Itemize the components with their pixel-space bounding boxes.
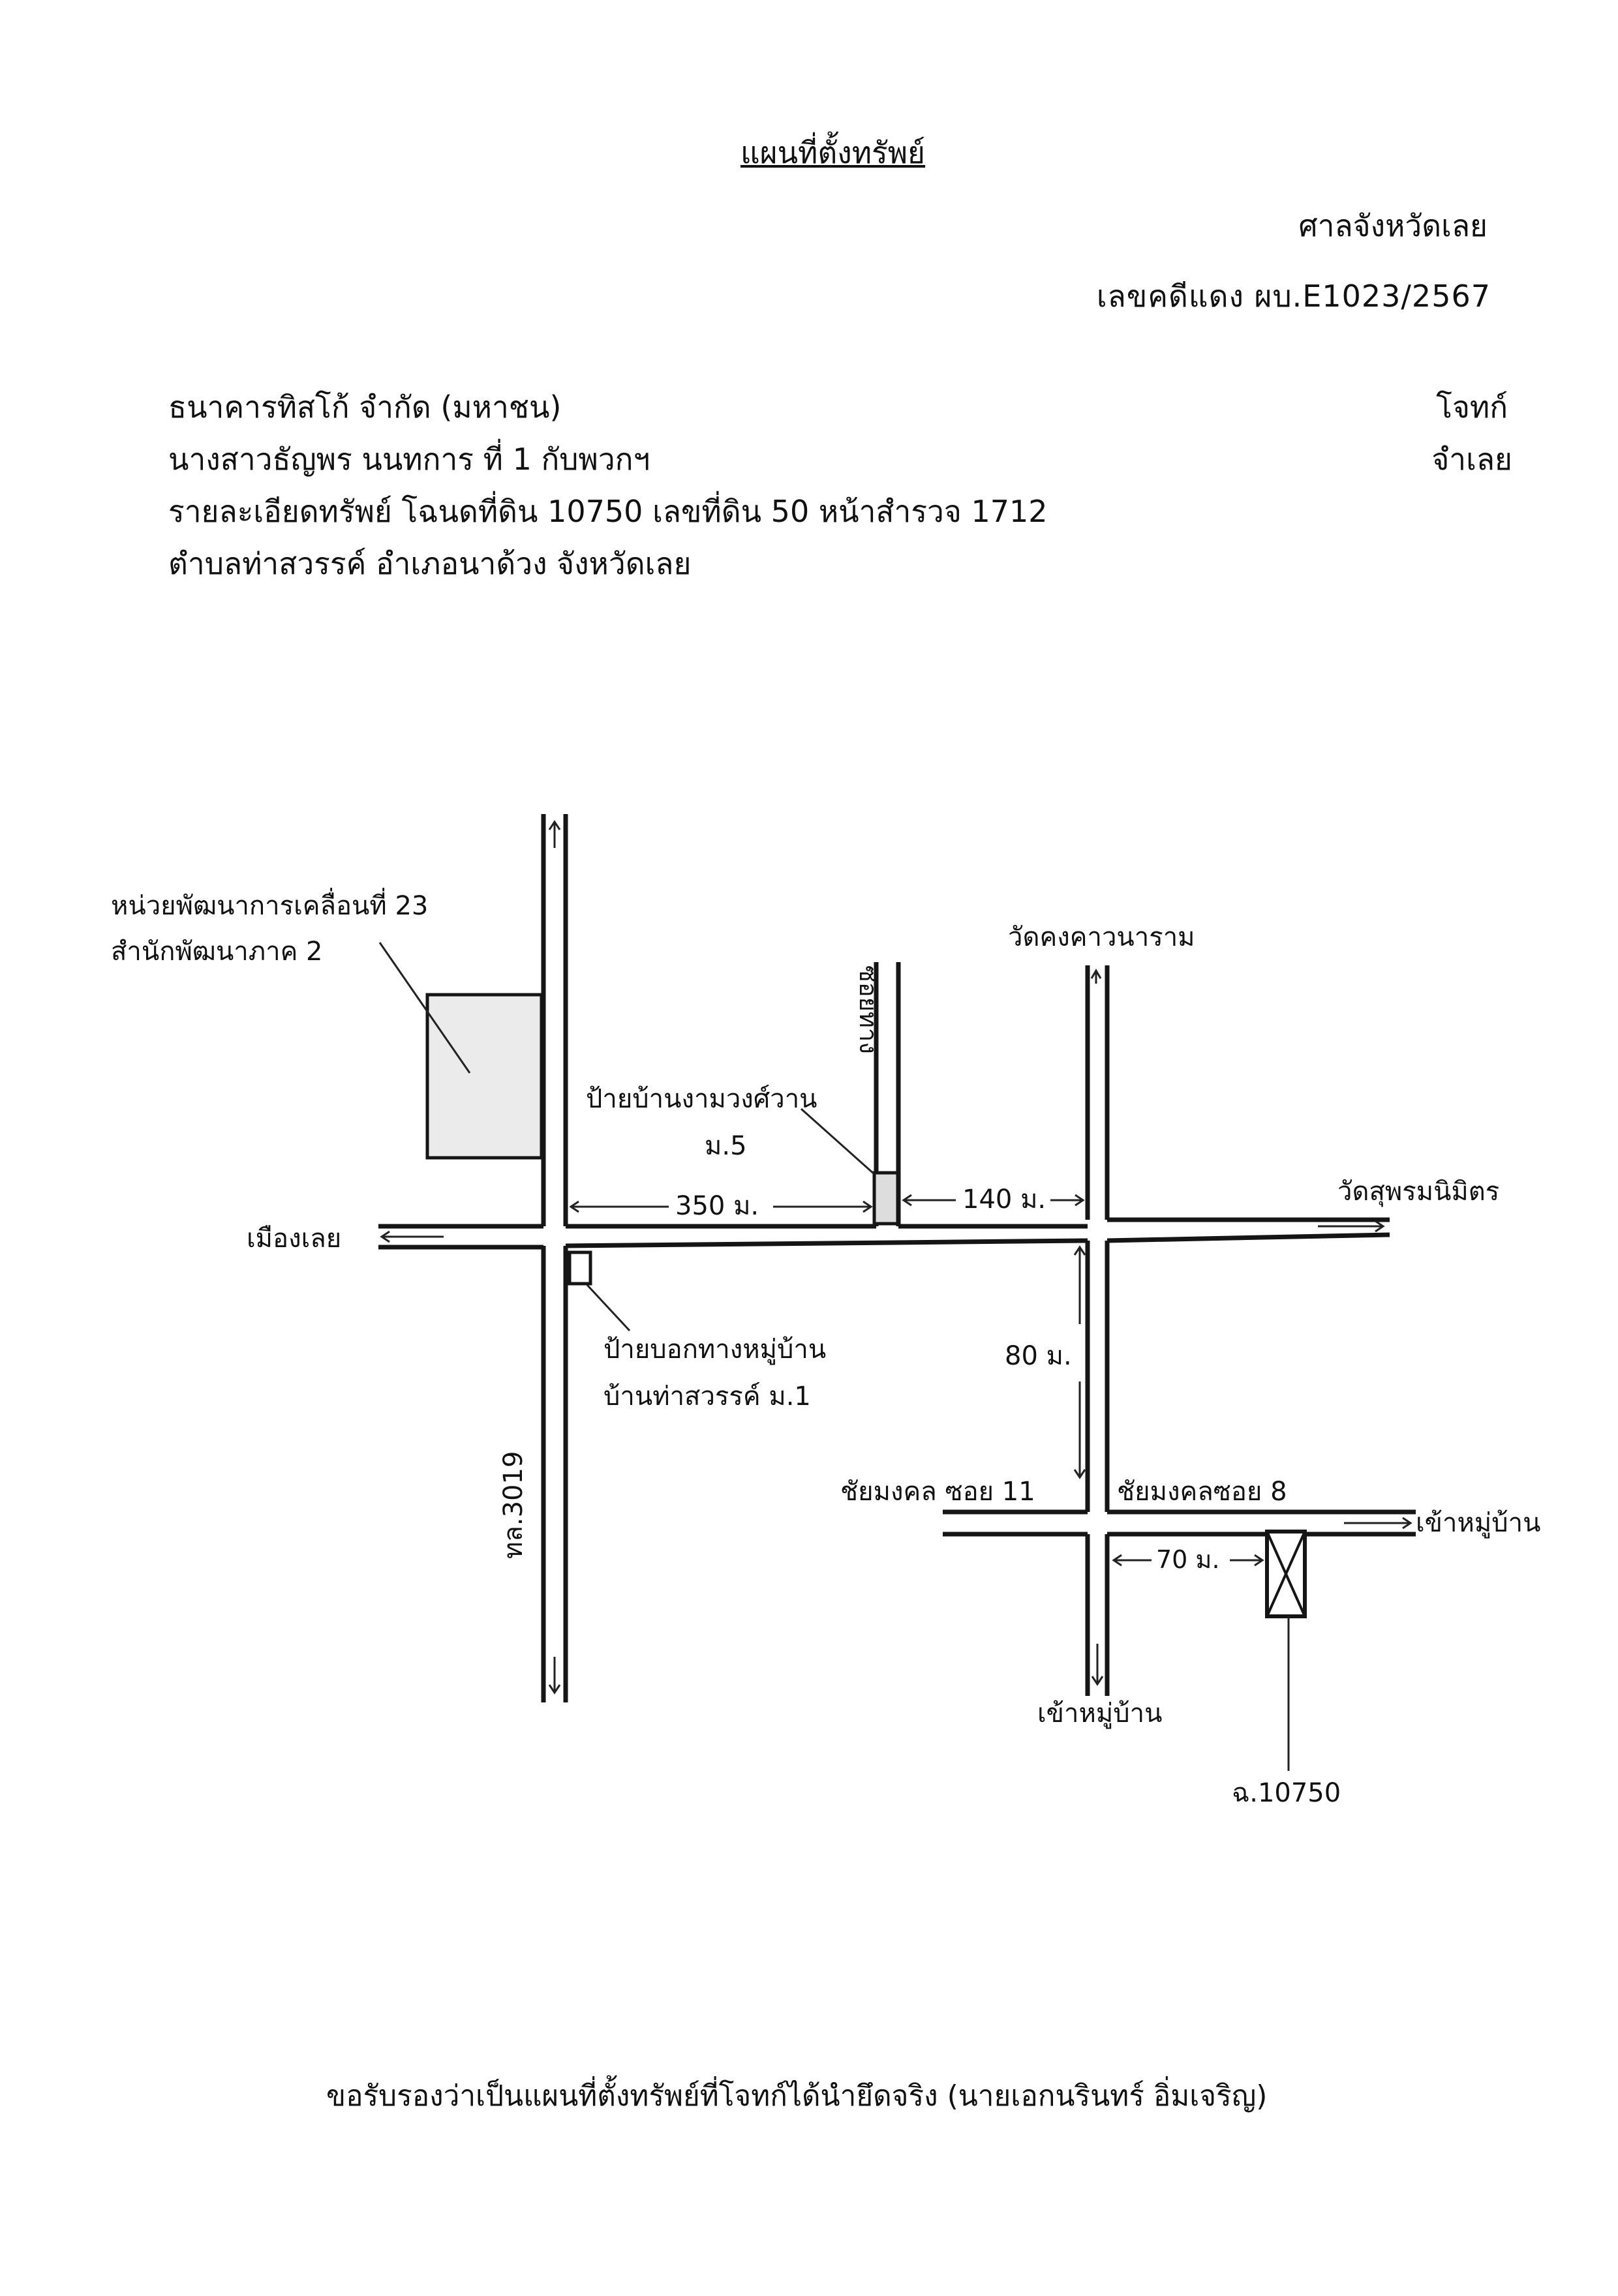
defendant-name: นางสาวธัญพร นนทการ ที่ 1 กับพวกฯ (168, 442, 650, 477)
soi-thang-label: ซอยทาง (854, 965, 883, 1054)
wat-suphon-label: วัดสุพรมนิมิตร (1337, 1177, 1499, 1207)
case-number: เลขคดีแดง ผบ.E1023/2567 (1096, 279, 1491, 314)
mueang-loei-label: เมืองเลย (247, 1224, 341, 1254)
sign-ngam-label-line1: ป้ายบ้านงามวงศ์วาน (586, 1084, 817, 1114)
certification-statement: ขอรับรองว่าเป็นแผนที่ตั้งทรัพย์ที่โจทก์ไ… (326, 2079, 1268, 2113)
sign-tha-label-line2: บ้านท่าสวรรค์ ม.1 (603, 1382, 811, 1412)
to-village-east-label: เข้าหมู่บ้าน (1416, 1508, 1540, 1538)
wat-khong-label: วัดคงคาวนาราม (1008, 922, 1195, 952)
roads (378, 814, 1416, 1702)
court-name: ศาลจังหวัดเลย (1298, 208, 1488, 243)
soi-11-label: ชัยมงคล ซอย 11 (840, 1477, 1035, 1507)
highway-label: ทล.3019 (498, 1451, 528, 1559)
defendant-label: จำเลย (1431, 442, 1512, 477)
case-details: ธนาคารทิสโก้ จำกัด (มหาชน) นางสาวธัญพร น… (168, 381, 1048, 590)
unit-label-line2: สำนักพัฒนาภาค 2 (111, 937, 323, 967)
unit-label-line1: หน่วยพัฒนาการเคลื่อนที่ 23 (111, 888, 428, 921)
plaintiff-label: โจทก์ (1436, 389, 1508, 425)
property-details: รายละเอียดทรัพย์ โฉนดที่ดิน 10750 เลขที่… (168, 494, 1048, 529)
distance-140: 140 ม. (962, 1185, 1046, 1215)
to-village-south-label: เข้าหมู่บ้าน (1037, 1699, 1162, 1729)
distance-350: 350 ม. (675, 1191, 759, 1221)
sign-ngam-label-line2: ม.5 (705, 1131, 747, 1161)
sign-tha-label-line1: ป้ายบอกทางหมู่บ้าน (603, 1335, 826, 1365)
sign-ngam-box (872, 1171, 900, 1226)
development-unit-building (425, 993, 543, 1160)
sign-tha-box (568, 1250, 592, 1286)
property-location: ตำบลท่าสวรรค์ อำเภอนาด้วง จังหวัดเลย (168, 546, 692, 581)
distance-70: 70 ม. (1156, 1545, 1220, 1574)
property-plot (1265, 1530, 1307, 1771)
document-title: แผนที่ตั้งทรัพย์ (740, 135, 926, 170)
deed-number-label: ฉ.10750 (1232, 1778, 1341, 1808)
distance-80: 80 ม. (1005, 1341, 1072, 1371)
soi-8-label: ชัยมงคลซอย 8 (1117, 1477, 1287, 1507)
party-roles: โจทก์ จำเลย (1431, 381, 1512, 485)
plaintiff-name: ธนาคารทิสโก้ จำกัด (มหาชน) (168, 389, 562, 425)
